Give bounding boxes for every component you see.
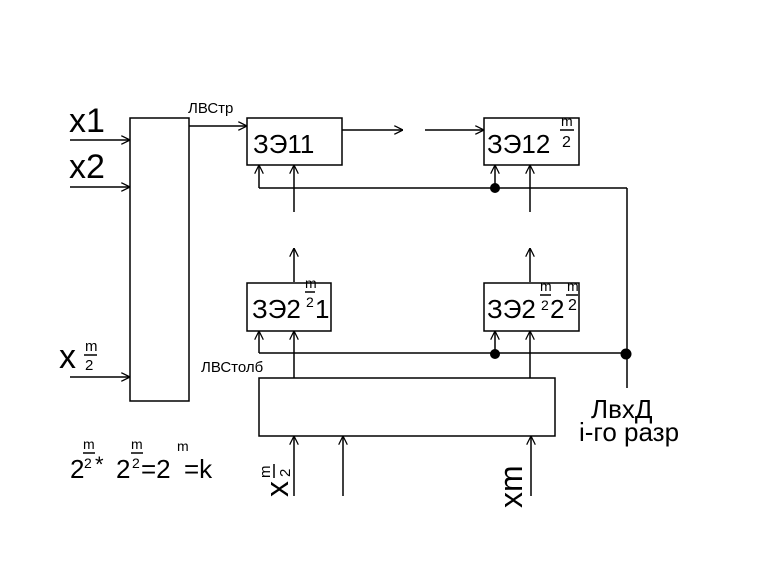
- formula-equals-2: =2: [141, 454, 171, 484]
- formula-den-1: 2: [84, 455, 92, 471]
- cell-11-box: [246, 117, 343, 166]
- formula-base-2: 2: [116, 454, 130, 484]
- cell-m21-label-base: ЗЭ2: [252, 294, 301, 324]
- output-label-line1: ЛвхД: [591, 394, 653, 424]
- cell-m21-label-den: 2: [306, 294, 314, 310]
- cell-m2m2-label-base: ЗЭ2: [487, 294, 536, 324]
- cell-11-label: ЗЭ11: [253, 129, 314, 159]
- svg-text:xm: xm: [493, 465, 529, 508]
- formula-num-2: m: [131, 436, 143, 452]
- cell-m2m2-label-den2: 2: [568, 297, 577, 314]
- col-input-xm2-num: m: [257, 466, 274, 479]
- output-label-line2: i-го разр: [579, 417, 679, 447]
- cell-1m2-box: [483, 117, 580, 166]
- input-label-xm2-num: m: [85, 338, 98, 355]
- cell-m2m2-label-mid: 2: [550, 294, 564, 324]
- junction-dot-right: [620, 348, 632, 360]
- formula-equals-k: =k: [184, 454, 213, 484]
- formula-base-1: 2: [70, 454, 84, 484]
- formula-num-1: m: [83, 436, 95, 452]
- row-bus-label: ЛВСтр: [188, 100, 233, 117]
- column-bus-label: ЛВСтолб: [201, 359, 263, 376]
- col-input-xm-label: xm: [493, 465, 529, 508]
- cell-m21-label-tail: 1: [315, 294, 329, 324]
- input-label-x2: x2: [69, 148, 105, 186]
- junction-dot-upper: [490, 183, 500, 193]
- col-input-xm2-den: 2: [277, 469, 294, 477]
- capacity-formula: 2 m 2 * 2 m 2 =2 m =k: [70, 436, 213, 484]
- input-label-x1: x1: [69, 102, 105, 140]
- cell-1m2-label-den: 2: [562, 134, 571, 151]
- row-decoder-block: [129, 117, 190, 402]
- cell-1m2-label-base: ЗЭ12: [487, 129, 550, 159]
- formula-star: *: [95, 452, 104, 477]
- formula-num-3: m: [177, 438, 189, 454]
- cell-m2m2-label-den1: 2: [541, 297, 549, 313]
- column-decoder-block: [258, 377, 556, 437]
- cell-m21-label-num: m: [305, 275, 317, 291]
- col-input-xm2-base: x: [259, 481, 295, 497]
- col-input-xm2-label: x m 2: [257, 464, 295, 497]
- input-label-xm2-base: x: [59, 338, 76, 376]
- cell-m2m2-label-num1: m: [540, 278, 552, 294]
- cell-m2m2-label-num2: m: [567, 278, 579, 294]
- cell-m21-box: [246, 282, 332, 332]
- cell-m2m2-box: [483, 282, 580, 332]
- formula-den-2: 2: [132, 455, 140, 471]
- junction-dot-lower: [490, 349, 500, 359]
- input-label-xm2-den: 2: [85, 357, 93, 374]
- cell-1m2-label-num: m: [561, 113, 573, 129]
